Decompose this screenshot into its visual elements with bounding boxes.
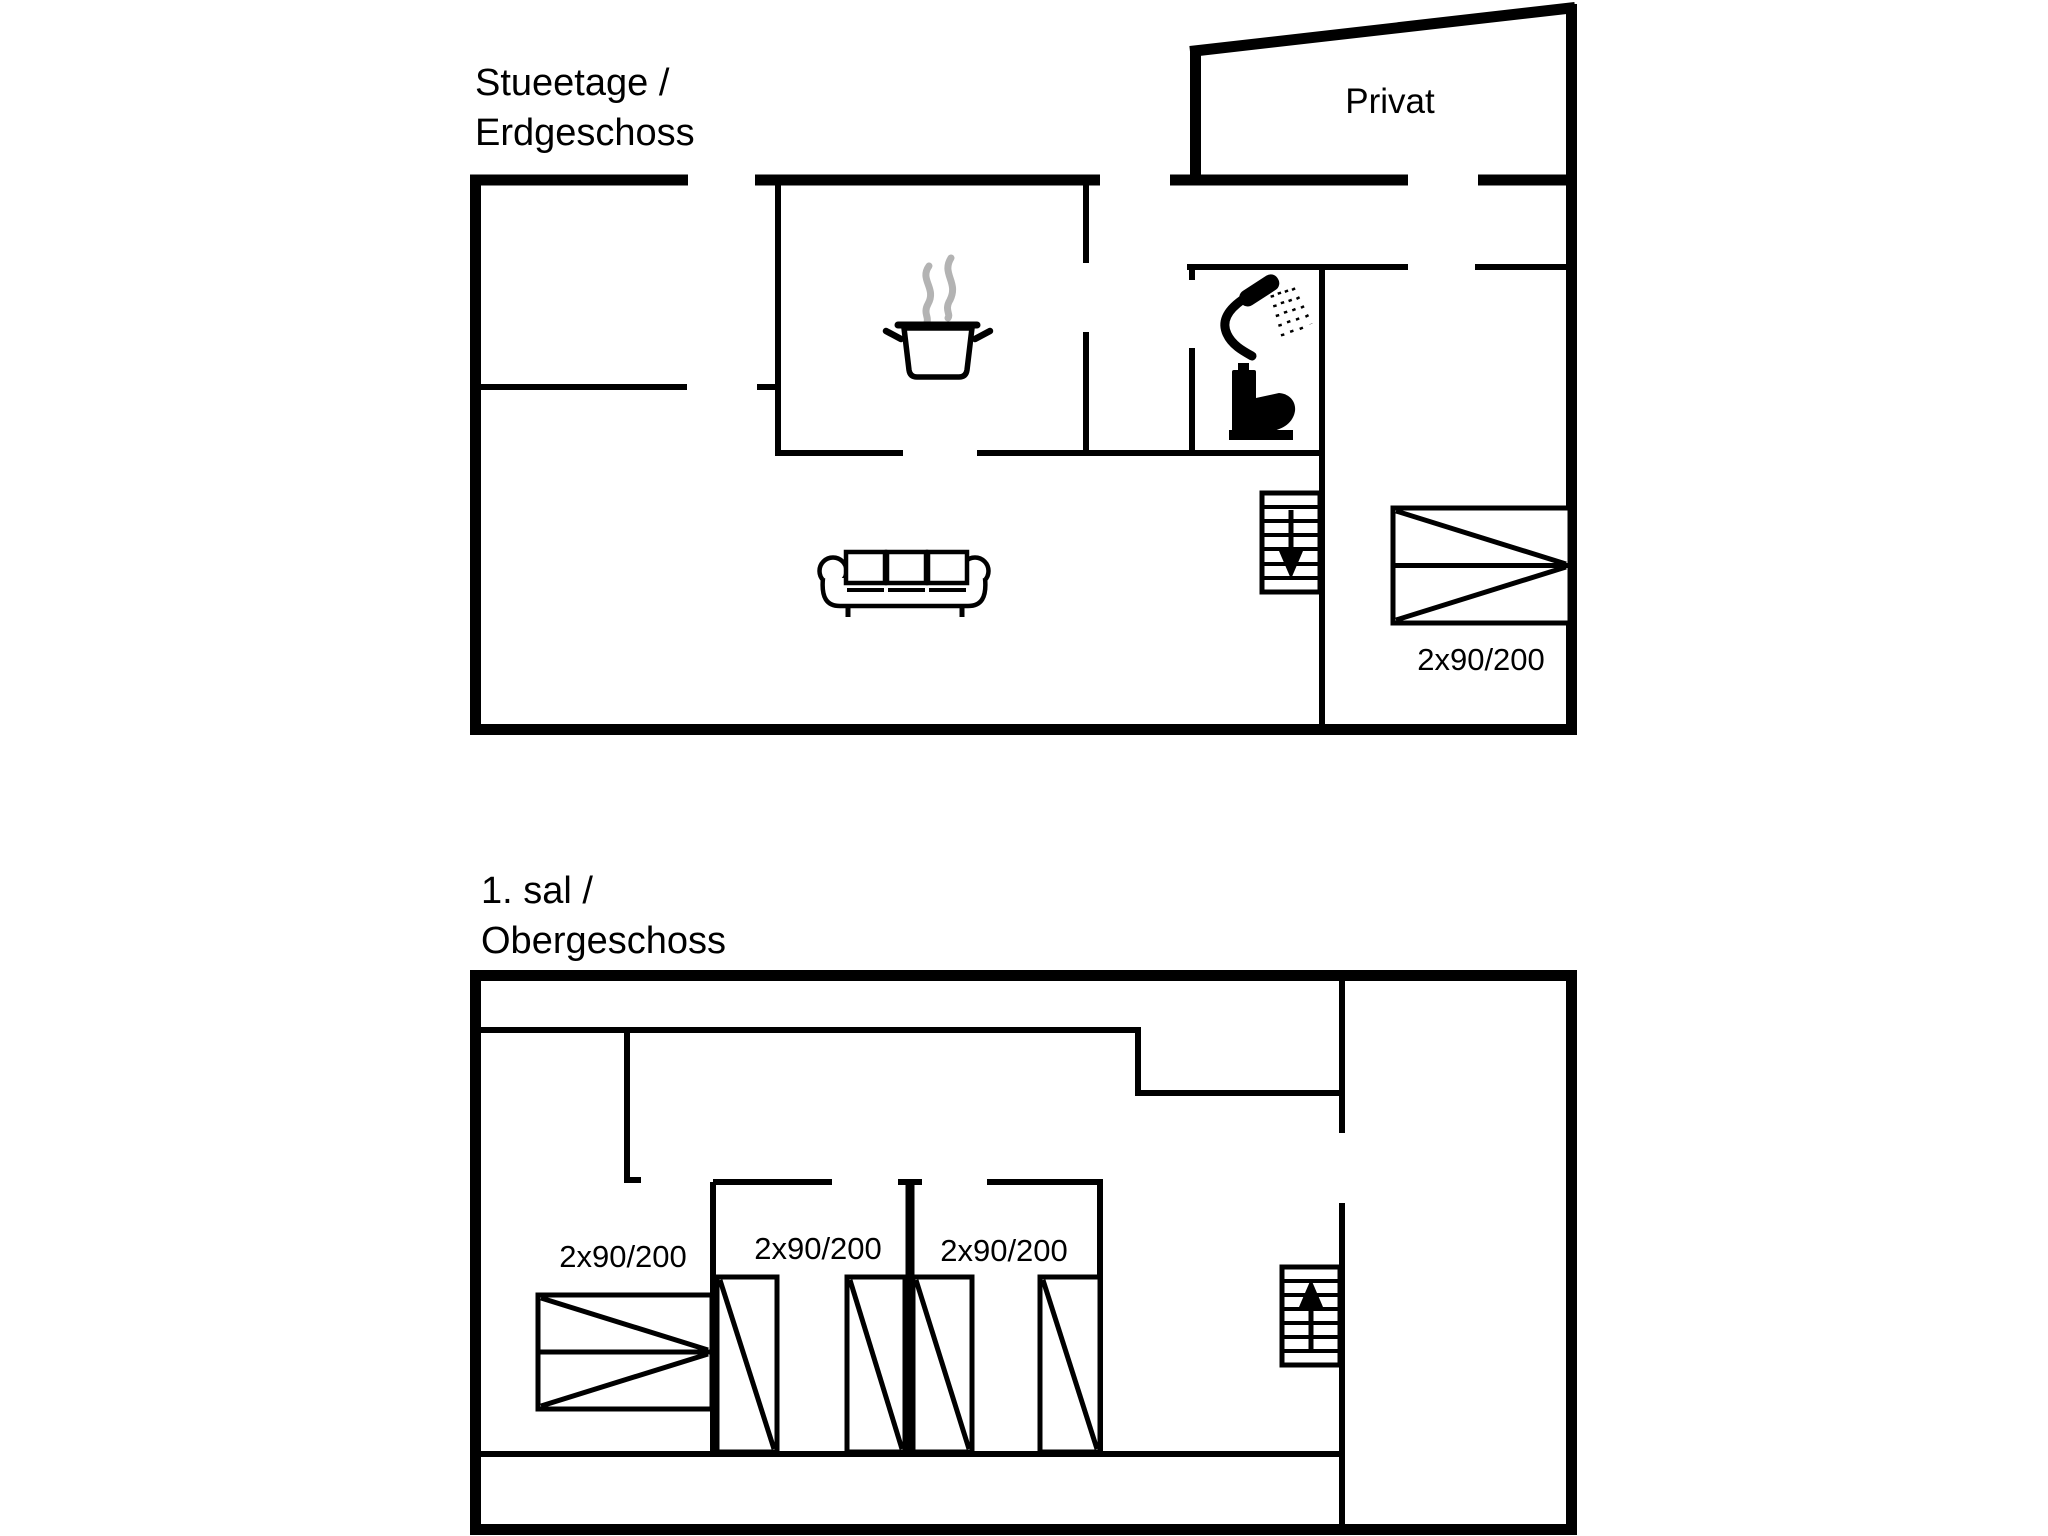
stairs-down-icon <box>1259 490 1323 595</box>
single-bed-icon <box>844 1274 908 1455</box>
steam-pot-icon <box>882 254 994 380</box>
ground-floor-title: Stueetage / Erdgeschoss <box>475 58 695 158</box>
single-bed-icon <box>910 1274 975 1455</box>
bed-size-label-ground: 2x90/200 <box>1417 642 1545 677</box>
double-bed-icon <box>1390 505 1573 626</box>
bed-size-label-room1: 2x90/200 <box>559 1239 687 1274</box>
down-arrow-icon <box>1279 510 1303 579</box>
shower-icon <box>1220 274 1313 361</box>
single-bed-icon <box>1037 1274 1103 1455</box>
single-bed-icon <box>714 1274 780 1455</box>
bed-size-label-room2: 2x90/200 <box>754 1231 882 1266</box>
private-room-label: Privat <box>1345 82 1435 121</box>
ground-floor-interior-walls <box>473 180 1572 732</box>
ground-floor-title-line2: Erdgeschoss <box>475 112 695 154</box>
upper-floor-title-line2: Obergeschoss <box>481 920 727 962</box>
stairs-up-icon <box>1279 1264 1343 1368</box>
up-arrow-icon <box>1299 1279 1323 1352</box>
upper-floor-title: 1. sal / Obergeschoss <box>481 866 726 966</box>
toilet-icon <box>1229 363 1296 440</box>
upper-floor-outer-walls <box>470 970 1577 1535</box>
upper-floor-plan <box>470 970 1577 1535</box>
ground-floor-plan <box>470 2 1577 735</box>
bed-size-label-room3: 2x90/200 <box>940 1233 1068 1268</box>
double-bed-icon <box>535 1292 715 1412</box>
ground-floor-title-line1: Stueetage / <box>475 62 670 104</box>
ground-floor-outer-walls <box>470 2 1577 735</box>
upper-floor-title-line1: 1. sal / <box>481 870 593 912</box>
sofa-icon <box>817 549 991 617</box>
